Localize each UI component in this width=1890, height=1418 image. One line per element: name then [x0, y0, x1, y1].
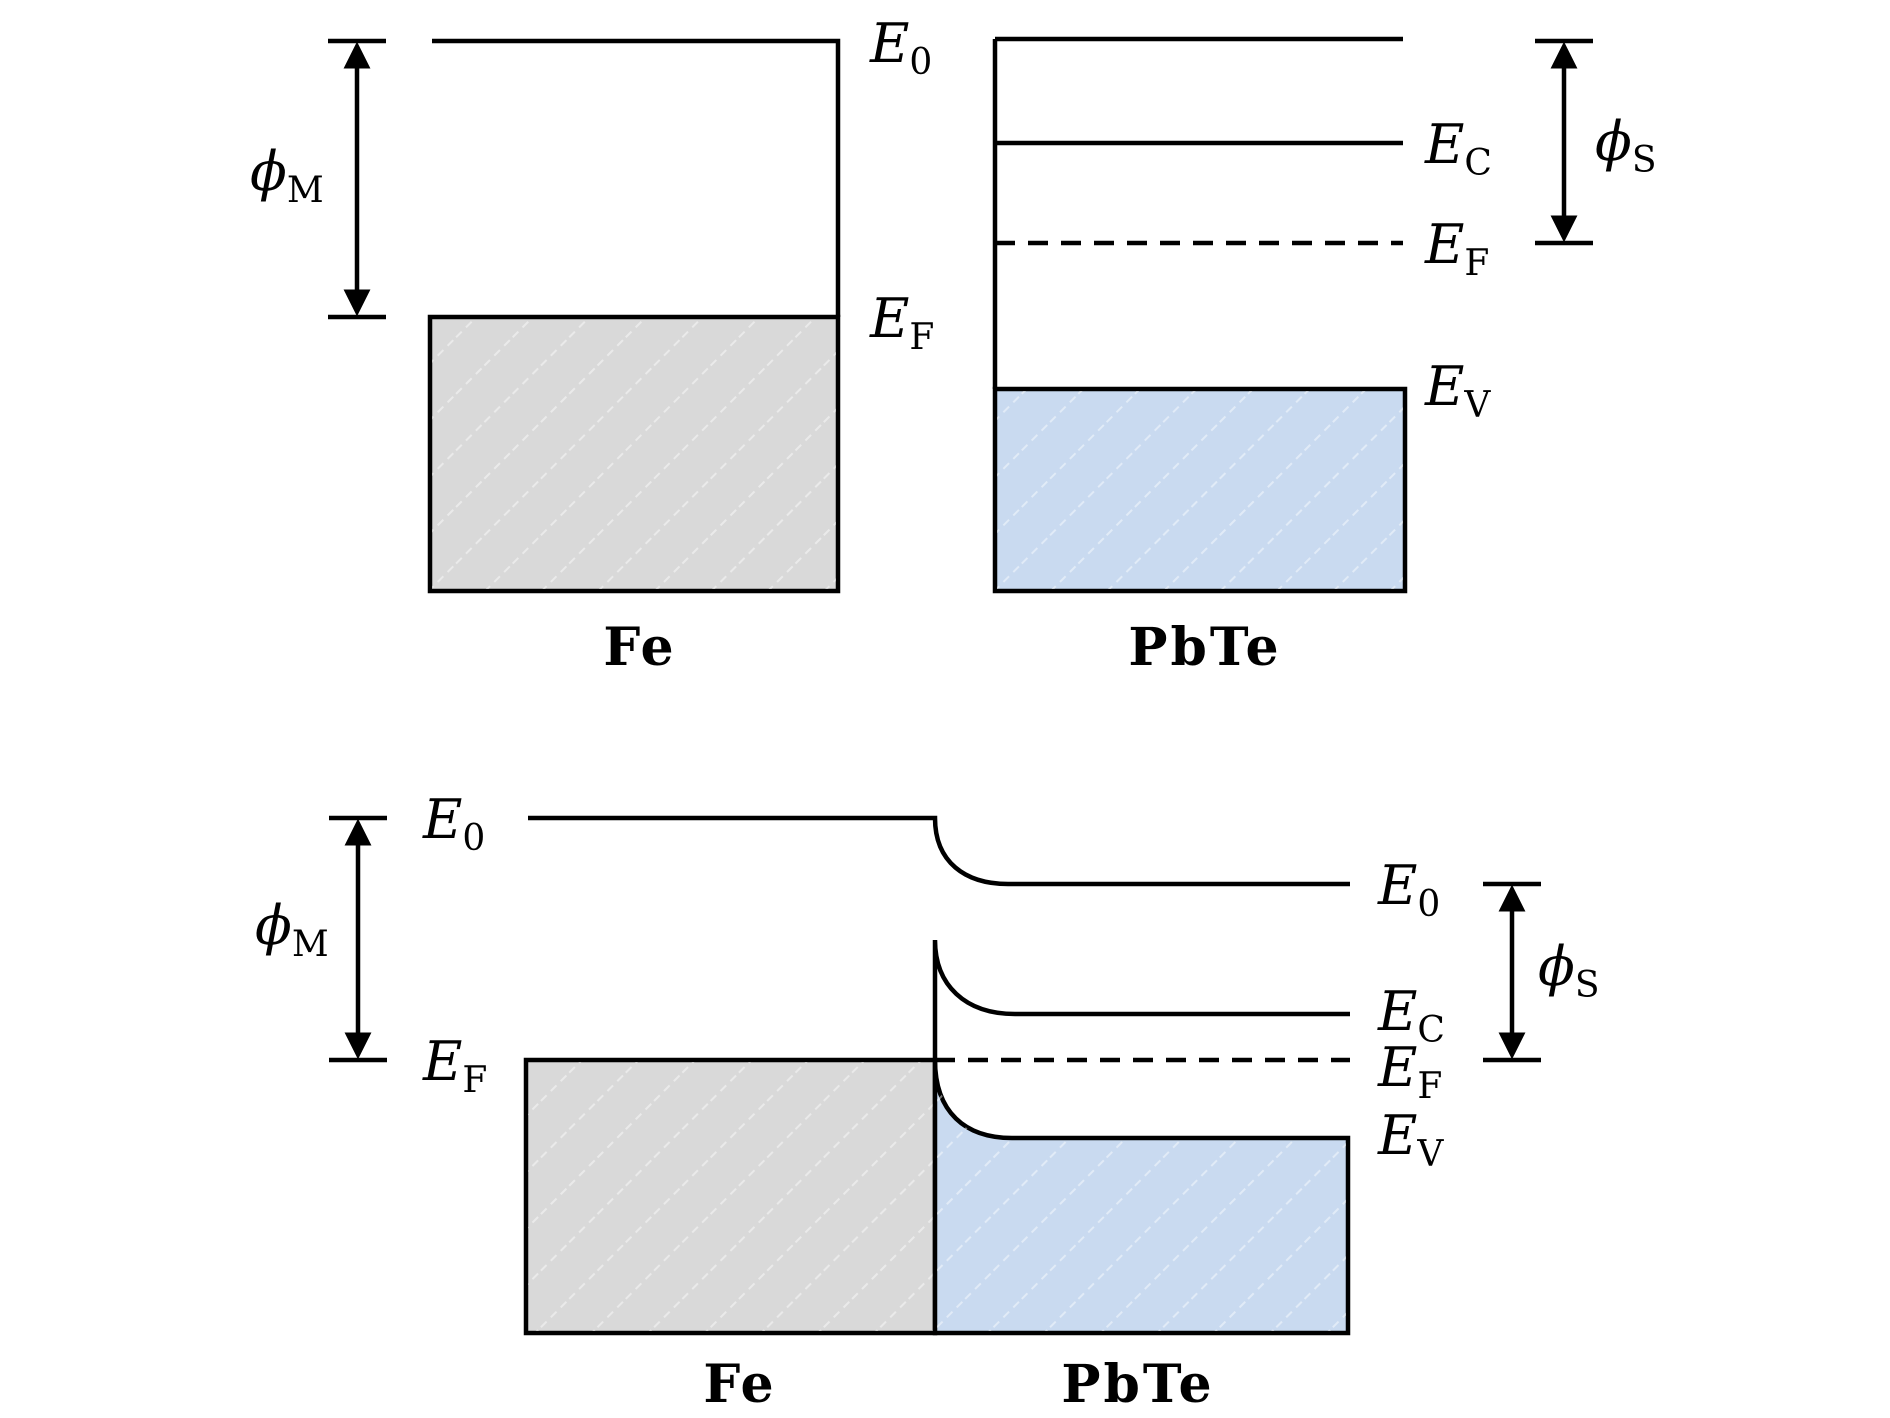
- bottom-semi-ev-label: EV: [1377, 1104, 1444, 1175]
- top-semiconductor: EC EF EV ϕS PbTe: [992, 36, 1656, 678]
- top-metal-workfunction-arrow: [328, 38, 386, 320]
- bottom-semi-hatch: [937, 1062, 1346, 1331]
- top-semi-hatch: [997, 391, 1403, 589]
- bottom-semi-e0-label: E0: [1377, 854, 1440, 925]
- bottom-metal-phi-label: ϕM: [255, 894, 329, 965]
- top-semi-material-label: PbTe: [1128, 617, 1281, 678]
- bottom-metal-e0-label: E0: [422, 788, 485, 859]
- bottom-metal-workfunction-arrow: [329, 815, 387, 1063]
- bottom-metal-material-label: Fe: [703, 1354, 776, 1415]
- top-semi-phi-label: ϕS: [1595, 110, 1656, 181]
- top-metal-vacuum-level: [432, 38, 841, 317]
- bottom-semi-material-label: PbTe: [1061, 1354, 1214, 1415]
- bottom-semi-conduction-band: [932, 939, 1350, 1060]
- top-metal-phi-label: ϕM: [250, 140, 324, 211]
- top-semi-ev-label: EV: [1424, 355, 1491, 426]
- bottom-semi-ef-label: EF: [1377, 1036, 1442, 1107]
- bottom-junction: E0 EF ϕM E0 EC EF EV: [255, 788, 1599, 1415]
- bottom-vacuum-level: [528, 815, 1350, 887]
- top-metal-material-label: Fe: [603, 617, 676, 678]
- top-semi-workfunction-arrow: [1535, 38, 1593, 246]
- bottom-semi-workfunction-arrow: [1483, 881, 1541, 1063]
- bottom-semi-phi-label: ϕS: [1538, 935, 1599, 1006]
- bottom-semi-ec-label: EC: [1377, 980, 1445, 1051]
- top-metal-ef-label: EF: [869, 287, 934, 358]
- bottom-metal-ef-label: EF: [422, 1030, 487, 1101]
- top-semi-ec-label: EC: [1424, 113, 1492, 184]
- bottom-metal-hatch: [528, 1062, 933, 1331]
- top-metal: E0 EF ϕM Fe: [250, 12, 934, 678]
- top-metal-e0-label: E0: [869, 12, 932, 83]
- top-metal-hatch: [432, 319, 836, 589]
- top-semi-ef-label: EF: [1424, 213, 1489, 284]
